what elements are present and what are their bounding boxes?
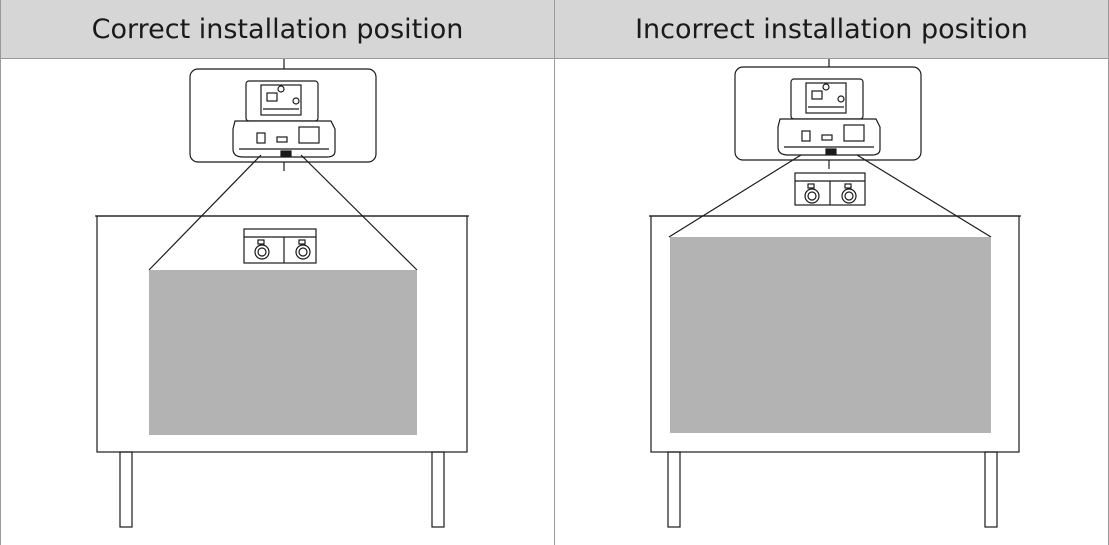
header-correct-position: Correct installation position <box>0 0 555 58</box>
incorrect-installation-illustration <box>649 59 1021 528</box>
projected-image-area <box>670 237 991 433</box>
stand-leg-left <box>119 451 133 528</box>
header-incorrect-position: Incorrect installation position <box>555 0 1109 58</box>
stand-leg-left <box>667 451 681 528</box>
correct-installation-illustration <box>95 59 469 528</box>
wall-plate-outline <box>189 68 377 163</box>
wall-plate-outline <box>734 66 922 161</box>
stand-leg-right <box>431 451 445 528</box>
interactive-unit-icon <box>243 228 317 264</box>
table-left-border <box>0 0 1 545</box>
column-divider <box>554 0 555 545</box>
stand-leg-right <box>984 451 998 528</box>
projected-image-area <box>149 270 417 435</box>
interactive-unit-icon <box>794 172 866 206</box>
projector-icon <box>777 78 881 156</box>
projector-icon <box>232 80 336 158</box>
